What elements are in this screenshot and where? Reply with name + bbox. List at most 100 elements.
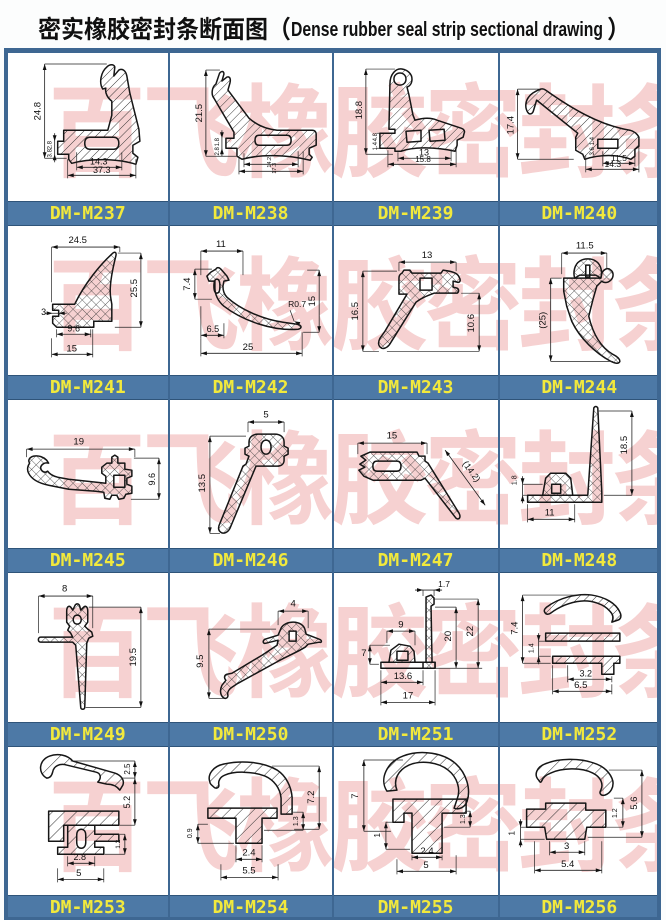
- model-label: DM-M252: [541, 723, 618, 745]
- dimension-arrow: [300, 811, 305, 818]
- dimension-label: 3: [564, 840, 569, 851]
- dimension-arrow: [76, 165, 83, 170]
- dimension-label: 18.8: [353, 101, 364, 120]
- profile-drawing-dm-m248: 18.51.811: [511, 405, 634, 523]
- dimension-label: 2.5: [123, 763, 132, 775]
- dimension-arrow: [138, 253, 143, 260]
- title-glyph: [200, 16, 222, 41]
- profile-hatch-fill: [535, 758, 613, 795]
- dimension-label: 24.8: [33, 102, 44, 121]
- dimension-label: 11.5: [610, 153, 626, 163]
- dimension-label: 17.4: [505, 115, 516, 134]
- dimension-arrow: [192, 269, 197, 276]
- dimension-label: 17.3: [272, 163, 278, 174]
- dimension-label: 6.5: [574, 680, 587, 691]
- dimension-label: 3.6: [589, 146, 595, 155]
- dimension-arrow: [277, 419, 284, 424]
- dimension-arrow: [444, 156, 451, 161]
- title-glyph: [223, 18, 244, 41]
- profile-hatch-fill: [218, 433, 288, 533]
- profile-hatch-fill: [52, 252, 117, 328]
- dimension-arrow: [295, 351, 302, 356]
- dimension-line: [444, 449, 486, 506]
- dimension-arrow: [291, 162, 298, 167]
- dimension-label: 7.4: [509, 621, 520, 635]
- dimension-arrow: [476, 293, 481, 300]
- dimension-arrow: [57, 877, 64, 881]
- profile-shape: [205, 267, 302, 331]
- dimension-arrow: [277, 609, 284, 614]
- dimension-label: 19.5: [128, 648, 139, 667]
- dimension-label: 1.4: [589, 136, 595, 145]
- dimension-label: 13.6: [393, 671, 412, 682]
- dimension-arrow: [203, 150, 208, 157]
- dimension-arrow: [367, 658, 372, 665]
- dimension-arrow: [475, 599, 480, 606]
- dimension-arrow: [220, 875, 227, 879]
- dimension-arrow: [585, 167, 592, 172]
- dimension-arrow: [207, 527, 212, 534]
- profile-shape: [206, 807, 278, 844]
- profile-hatch-fill: [358, 451, 460, 519]
- profile-hatch-fill: [425, 595, 434, 663]
- dimension-arrow: [568, 517, 575, 522]
- dimension-arrow: [42, 64, 47, 71]
- profile-shape: [377, 269, 461, 350]
- dimension-arrow: [271, 875, 278, 879]
- dimension-arrow: [293, 321, 300, 326]
- profile-shape: [387, 643, 416, 664]
- profile-shape: [56, 64, 141, 166]
- profile-shape: [526, 405, 603, 503]
- title-latin: Dense rubber seal strip sectional drawin…: [291, 18, 603, 41]
- dimension-label: 13.5: [196, 474, 207, 493]
- model-label: DM-M244: [541, 376, 618, 398]
- model-label: DM-M253: [49, 897, 126, 918]
- dimension-label: 25: [242, 342, 253, 353]
- dimension-arrow: [527, 517, 534, 522]
- dimension-label: 9.6: [67, 324, 80, 334]
- column-divider: [331, 53, 334, 917]
- dimension-arrow: [361, 759, 366, 766]
- dimension-label: 5.4: [561, 858, 575, 869]
- dimension-label: 13: [421, 250, 432, 261]
- dimension-arrow: [235, 856, 242, 861]
- model-label: DM-M247: [377, 550, 454, 572]
- profile-shape: [210, 70, 317, 162]
- dimension-arrow: [195, 836, 200, 843]
- dimension-arrow: [449, 162, 456, 167]
- profile-hatch-fill: [563, 269, 620, 364]
- dimension-label: 1.2: [611, 808, 618, 818]
- dimension-label: 5.2: [122, 795, 132, 808]
- profile-drawing-dm-m241: 24.525.539.615: [41, 235, 143, 358]
- model-label: DM-M248: [541, 550, 618, 572]
- dimension-label: 9.5: [194, 655, 205, 668]
- model-label: DM-M251: [377, 723, 454, 745]
- dimension-arrow: [363, 148, 368, 155]
- dimension-arrow: [515, 89, 519, 96]
- profile-shape: [357, 451, 461, 520]
- title-glyph: [107, 16, 130, 41]
- model-label: DM-M250: [212, 723, 289, 745]
- dimension-arrow: [536, 656, 541, 663]
- dimension-arrow: [56, 332, 63, 337]
- dimension-label: 11: [215, 239, 225, 250]
- dimension-arrow: [602, 161, 609, 166]
- dimension-label: 9: [398, 620, 403, 631]
- dimension-arrow: [605, 677, 612, 682]
- title-glyph: [176, 16, 199, 41]
- dimension-arrow: [113, 245, 120, 250]
- dimension-arrow: [578, 849, 585, 854]
- model-label: DM-M239: [377, 203, 454, 225]
- dimension-arrow: [200, 333, 207, 338]
- dimension-arrow: [639, 769, 644, 776]
- dimension-arrow: [217, 333, 224, 338]
- dimension-label: 1: [507, 830, 516, 835]
- profile-drawing-dm-m255: 711.32.45: [349, 751, 472, 874]
- dimension-arrow: [86, 352, 93, 357]
- dimension-arrow: [453, 662, 458, 669]
- dimension-arrow: [132, 760, 137, 767]
- dimension-arrow: [396, 869, 403, 873]
- dimension-label: 15: [307, 296, 318, 307]
